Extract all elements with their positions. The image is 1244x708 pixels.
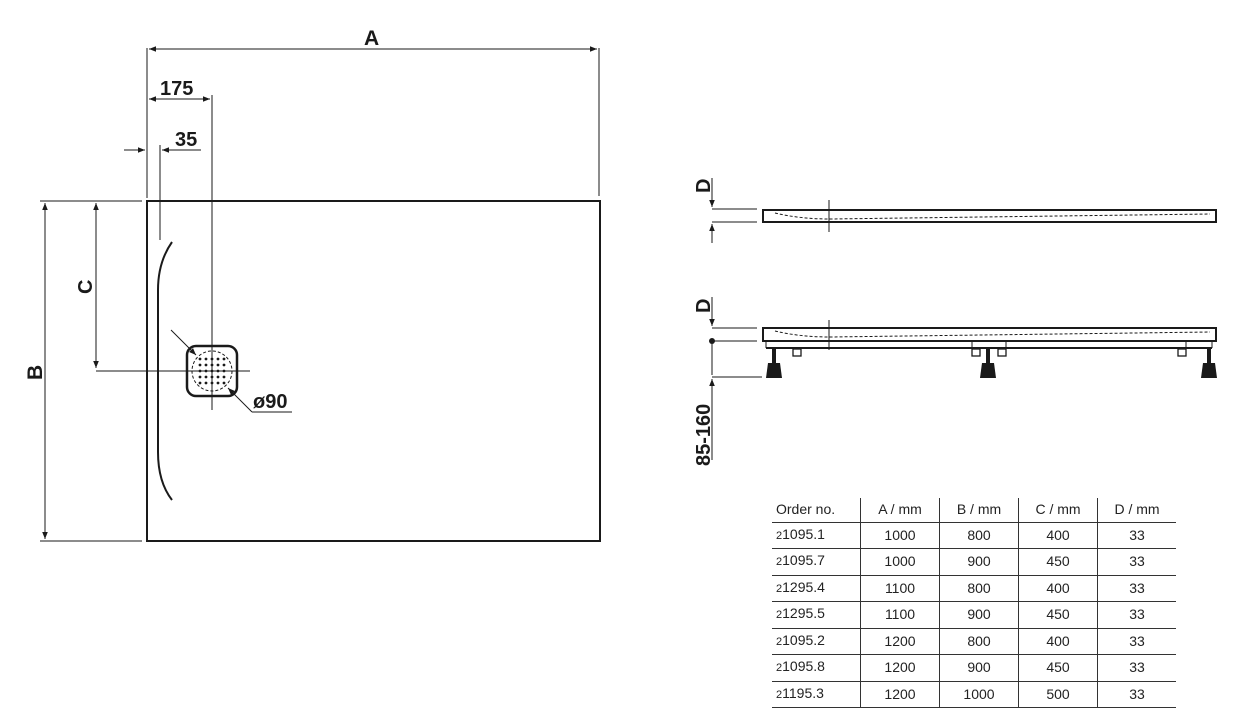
label-drain-diameter: ø90	[253, 391, 287, 413]
label-d-flat: D	[693, 179, 715, 193]
cell-c: 450	[1018, 654, 1098, 682]
cell-a: 1100	[860, 601, 940, 629]
label-feet-height: 85-160	[693, 404, 715, 466]
cell-d: 33	[1097, 575, 1176, 602]
cell-order: 21095.2	[772, 628, 861, 655]
cell-a: 1000	[860, 548, 940, 576]
cell-a: 1200	[860, 628, 940, 655]
header-d: D / mm	[1097, 498, 1176, 523]
cell-b: 900	[939, 548, 1019, 576]
table-row: 21095.1 1000 800 400 33	[772, 522, 1176, 549]
cell-d: 33	[1097, 548, 1176, 576]
cell-d: 33	[1097, 681, 1176, 708]
table-row: 21095.8 1200 900 450 33	[772, 654, 1176, 682]
cell-c: 400	[1018, 522, 1098, 549]
cell-order: 21295.4	[772, 575, 861, 602]
table-header-row: Order no. A / mm B / mm C / mm D / mm	[772, 498, 1176, 523]
cell-b: 800	[939, 628, 1019, 655]
cell-a: 1200	[860, 681, 940, 708]
cell-d: 33	[1097, 654, 1176, 682]
cell-a: 1100	[860, 575, 940, 602]
side-view-flat	[709, 178, 1217, 243]
label-175: 175	[160, 78, 193, 100]
side-view-feet	[709, 297, 1217, 460]
cell-b: 800	[939, 575, 1019, 602]
cell-b: 900	[939, 601, 1019, 629]
cell-c: 400	[1018, 628, 1098, 655]
cell-c: 450	[1018, 601, 1098, 629]
cell-a: 1200	[860, 654, 940, 682]
cell-c: 450	[1018, 548, 1098, 576]
cell-c: 400	[1018, 575, 1098, 602]
label-b: B	[24, 365, 47, 380]
cell-b: 1000	[939, 681, 1019, 708]
table-row: 21095.7 1000 900 450 33	[772, 548, 1176, 576]
drain-icon	[170, 329, 292, 413]
label-c: C	[75, 280, 97, 294]
label-a: A	[364, 27, 379, 50]
table-row: 21095.2 1200 800 400 33	[772, 628, 1176, 655]
cell-d: 33	[1097, 628, 1176, 655]
cell-d: 33	[1097, 601, 1176, 629]
cell-b: 800	[939, 522, 1019, 549]
header-a: A / mm	[860, 498, 940, 523]
cell-a: 1000	[860, 522, 940, 549]
table-row: 21195.3 1200 1000 500 33	[772, 681, 1176, 708]
cell-order: 21095.1	[772, 522, 861, 549]
adjustable-foot-icon	[766, 349, 1217, 378]
table-row: 21295.5 1100 900 450 33	[772, 601, 1176, 629]
cell-order: 21095.8	[772, 654, 861, 682]
cell-order: 21095.7	[772, 548, 861, 576]
header-c: C / mm	[1018, 498, 1098, 523]
cell-b: 900	[939, 654, 1019, 682]
plan-view	[40, 46, 601, 542]
cell-order: 21195.3	[772, 681, 861, 708]
label-d-feet: D	[693, 299, 715, 313]
cell-d: 33	[1097, 522, 1176, 549]
header-order-no: Order no.	[772, 498, 861, 523]
cell-order: 21295.5	[772, 601, 861, 629]
cell-c: 500	[1018, 681, 1098, 708]
table-row: 21295.4 1100 800 400 33	[772, 575, 1176, 602]
label-35: 35	[175, 129, 197, 151]
header-b: B / mm	[939, 498, 1019, 523]
dimension-table: Order no. A / mm B / mm C / mm D / mm 21…	[772, 498, 1176, 708]
